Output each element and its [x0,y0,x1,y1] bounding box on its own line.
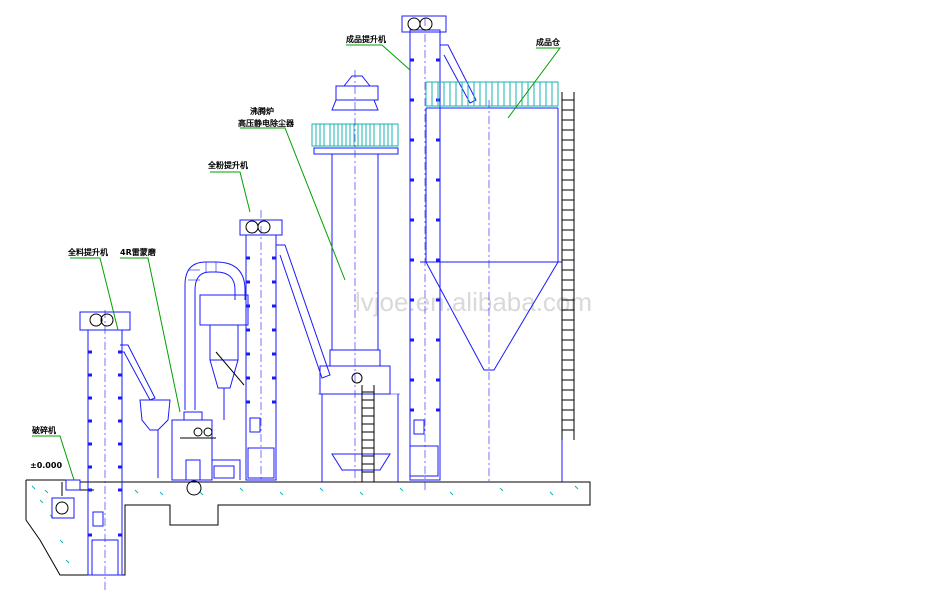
label-crusher: 破碎机 [32,425,56,435]
label-product-elevator: 全粉提升机 [207,160,248,170]
label-furnace: 沸腾炉 [250,106,274,116]
label-finished-silo: 成品仓 [536,37,561,47]
label-level: ±0.000 [30,461,62,470]
furnace-precipitator [311,70,400,482]
label-finished-elevator: 成品提升机 [346,34,386,44]
label-precipitator: 高压静电除尘器 [238,118,295,128]
finished-product-silo [420,81,575,482]
finished-product-elevator [401,15,477,490]
watermark: lvjoe.en.alibaba.com [355,287,592,317]
raymond-mill [139,261,249,496]
label-raymond-mill: 4R雷蒙磨 [120,247,156,257]
label-raw-material-elevator: 全料提升机 [67,247,108,257]
ladder [361,385,375,482]
silo-side-ladder [561,92,575,440]
product-elevator [239,210,331,482]
leader-lines [32,44,561,481]
raw-material-elevator [79,310,156,592]
ground-foundation [25,479,591,576]
